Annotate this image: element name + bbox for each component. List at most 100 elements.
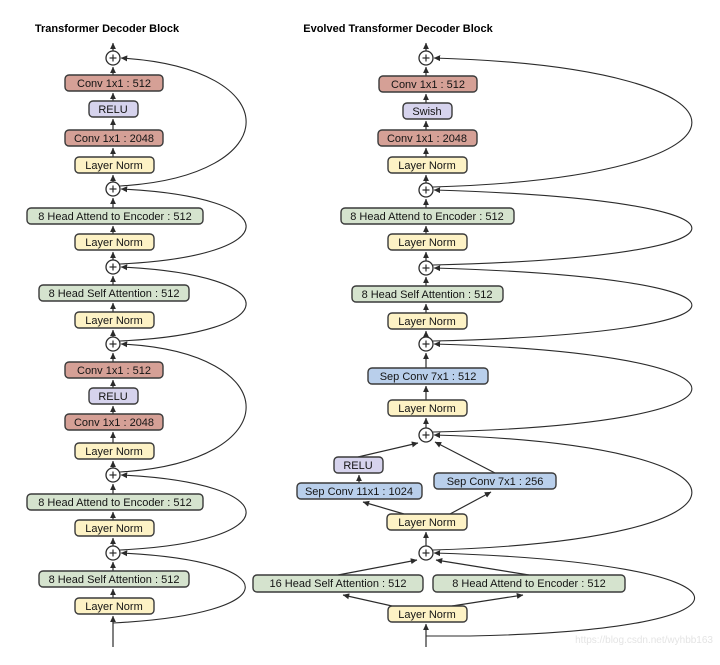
node-layer-norm: Layer Norm [387, 605, 468, 623]
residual-connection [119, 264, 247, 342]
right-residual-connections [426, 55, 696, 637]
node-attend-encoder: 8 Head Attend to Encoder : 512 [432, 574, 626, 593]
node-box [88, 100, 139, 118]
node-label: 8 Head Self Attention : 512 [49, 288, 180, 300]
node-box [74, 156, 155, 174]
right-diagram-title: Evolved Transformer Decoder Block [303, 23, 493, 35]
node-self-attention: 8 Head Self Attention : 512 [38, 570, 190, 588]
residual-add-node [418, 182, 434, 198]
node-box [74, 442, 155, 460]
node-label: Layer Norm [398, 517, 455, 529]
residual-connection [119, 472, 247, 551]
node-label: Layer Norm [398, 237, 455, 249]
node-layer-norm: Layer Norm [387, 399, 468, 417]
node-label: Conv 1x1 : 512 [77, 78, 151, 90]
node-layer-norm: Layer Norm [74, 233, 155, 251]
node-layer-norm: Layer Norm [74, 519, 155, 537]
node-box [26, 207, 204, 225]
node-label: Layer Norm [398, 403, 455, 415]
node-conv-1x1-2048: Conv 1x1 : 2048 [377, 129, 478, 147]
node-label: Conv 1x1 : 2048 [74, 133, 154, 145]
watermark-text: https://blog.csdn.net/wyhbb163 [575, 635, 713, 646]
residual-connection [426, 550, 696, 637]
branch-arrow [449, 491, 492, 515]
right-add-nodes [418, 50, 434, 561]
node-conv-1x1-2048: Conv 1x1 : 2048 [64, 413, 164, 431]
node-label: Conv 1x1 : 512 [77, 365, 151, 377]
node-conv-1x1-2048: Conv 1x1 : 2048 [64, 129, 164, 147]
node-label: Swish [412, 106, 441, 118]
node-label: 8 Head Attend to Encoder : 512 [350, 211, 504, 223]
node-box [333, 456, 384, 474]
node-box [386, 513, 468, 531]
node-label: 16 Head Self Attention : 512 [270, 578, 407, 590]
right-branch-wires [337, 441, 530, 607]
node-sep-conv-11x1-1024: Sep Conv 11x1 : 1024 [296, 482, 423, 500]
residual-add-node [105, 259, 121, 275]
node-sep-conv-7x1-256: Sep Conv 7x1 : 256 [433, 472, 557, 490]
node-box [26, 493, 204, 511]
node-label: Layer Norm [85, 601, 142, 613]
node-self-attention: 8 Head Self Attention : 512 [38, 284, 190, 302]
node-conv-1x1-512: Conv 1x1 : 512 [64, 74, 164, 92]
left-diagram-title: Transformer Decoder Block [35, 23, 180, 35]
residual-connection [119, 55, 247, 187]
node-sep-conv-7x1-512: Sep Conv 7x1 : 512 [367, 367, 489, 385]
residual-add-node [418, 545, 434, 561]
node-box [38, 284, 190, 302]
node-box [387, 312, 468, 330]
node-box [387, 233, 468, 251]
node-label: 8 Head Attend to Encoder : 512 [38, 211, 192, 223]
node-box [387, 399, 468, 417]
node-label: 8 Head Self Attention : 512 [362, 289, 493, 301]
transformer-decoder-block: Transformer Decoder Block [26, 23, 247, 647]
node-layer-norm: Layer Norm [74, 442, 155, 460]
node-label: Layer Norm [85, 160, 142, 172]
residual-connection [432, 341, 693, 433]
residual-connection [432, 187, 693, 266]
node-self-attention: 8 Head Self Attention : 512 [351, 285, 504, 303]
node-box [402, 102, 453, 120]
residual-add-node [418, 427, 434, 443]
node-box [367, 367, 489, 385]
residual-add-node [418, 50, 434, 66]
node-label: Sep Conv 11x1 : 1024 [305, 486, 413, 498]
node-box [74, 233, 155, 251]
node-box [74, 311, 155, 329]
residual-connection [432, 432, 693, 551]
node-box [252, 574, 424, 593]
node-box [432, 574, 626, 593]
node-box [64, 74, 164, 92]
node-layer-norm: Layer Norm [74, 311, 155, 329]
node-label: Layer Norm [85, 315, 142, 327]
residual-connection [432, 265, 693, 342]
node-box [38, 570, 190, 588]
node-label: RELU [98, 391, 127, 403]
node-label: Layer Norm [85, 446, 142, 458]
node-swish: Swish [402, 102, 453, 120]
node-label: 8 Head Attend to Encoder : 512 [452, 578, 606, 590]
node-relu: RELU [88, 387, 139, 405]
node-label: Conv 1x1 : 512 [391, 79, 465, 91]
node-box [340, 207, 515, 225]
node-layer-norm: Layer Norm [74, 597, 155, 615]
node-attend-encoder: 8 Head Attend to Encoder : 512 [26, 207, 204, 225]
right-nodes: Conv 1x1 : 512 Swish Conv 1x1 : 2048 Lay… [252, 75, 626, 623]
branch-arrow [435, 558, 530, 576]
residual-add-node [105, 181, 121, 197]
residual-add-node [105, 467, 121, 483]
node-box [64, 413, 164, 431]
node-attend-encoder: 8 Head Attend to Encoder : 512 [26, 493, 204, 511]
node-label: Sep Conv 7x1 : 512 [380, 371, 477, 383]
node-label: Sep Conv 7x1 : 256 [447, 476, 544, 488]
node-16-head-self-attention: 16 Head Self Attention : 512 [252, 574, 424, 593]
node-layer-norm: Layer Norm [387, 156, 468, 174]
node-conv-1x1-512: Conv 1x1 : 512 [64, 361, 164, 379]
branch-arrow [434, 441, 496, 474]
left-nodes: Conv 1x1 : 512 RELU Conv 1x1 : 2048 Laye… [26, 74, 204, 615]
node-label: Layer Norm [85, 523, 142, 535]
residual-connection [119, 341, 247, 473]
residual-add-node [105, 545, 121, 561]
node-label: Conv 1x1 : 2048 [74, 417, 154, 429]
